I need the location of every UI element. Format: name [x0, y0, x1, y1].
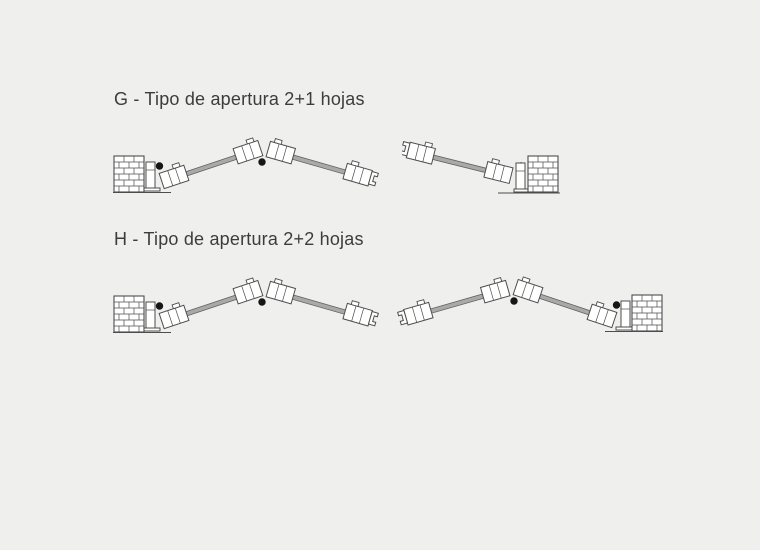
glass-panel: [184, 294, 239, 317]
door-leaf: [397, 277, 511, 326]
frame-jamb: [615, 300, 633, 331]
brick-wall: [527, 155, 559, 193]
hinge-pivot: [258, 298, 266, 306]
hinge-pivot: [155, 162, 164, 170]
glass-panel: [537, 293, 592, 316]
glass-panel: [429, 293, 486, 314]
folding-door-section-2-leaves-wall-left: [113, 137, 379, 193]
diagram-h-two-leaves-right-wall: [396, 275, 664, 339]
diagram-g-two-leaves-left-wall: [112, 136, 380, 200]
diagram-h-two-leaves-left-wall: [112, 276, 380, 340]
door-leaf: [265, 278, 379, 327]
glass-panel: [431, 154, 488, 174]
brick-wall: [631, 294, 663, 332]
door-leaf: [158, 277, 264, 330]
folding-door-section-1-leaf-wall-right: [402, 141, 560, 194]
hinge-pivot: [510, 297, 518, 305]
section-g-title: G - Tipo de apertura 2+1 hojas: [114, 89, 365, 109]
frame-jamb: [143, 161, 161, 192]
folding-door-section-2-leaves-wall-left: [113, 277, 379, 333]
diagram-g-one-leaf-right-wall: [402, 139, 572, 199]
frame-jamb: [143, 301, 161, 332]
hinge-pivot: [612, 301, 621, 309]
brick-wall: [113, 155, 145, 193]
door-leaf: [265, 138, 379, 187]
hinge-pivot: [258, 158, 266, 166]
door-leaf: [512, 276, 618, 329]
glass-panel: [184, 154, 239, 177]
door-leaf: [402, 141, 514, 185]
brick-wall: [113, 295, 145, 333]
glass-panel: [290, 154, 347, 175]
glass-panel: [290, 294, 347, 315]
section-h-title: H - Tipo de apertura 2+2 hojas: [114, 229, 364, 249]
door-leaf: [158, 137, 264, 190]
folding-door-section-2-leaves-wall-right: [397, 276, 663, 332]
hinge-pivot: [155, 302, 164, 310]
